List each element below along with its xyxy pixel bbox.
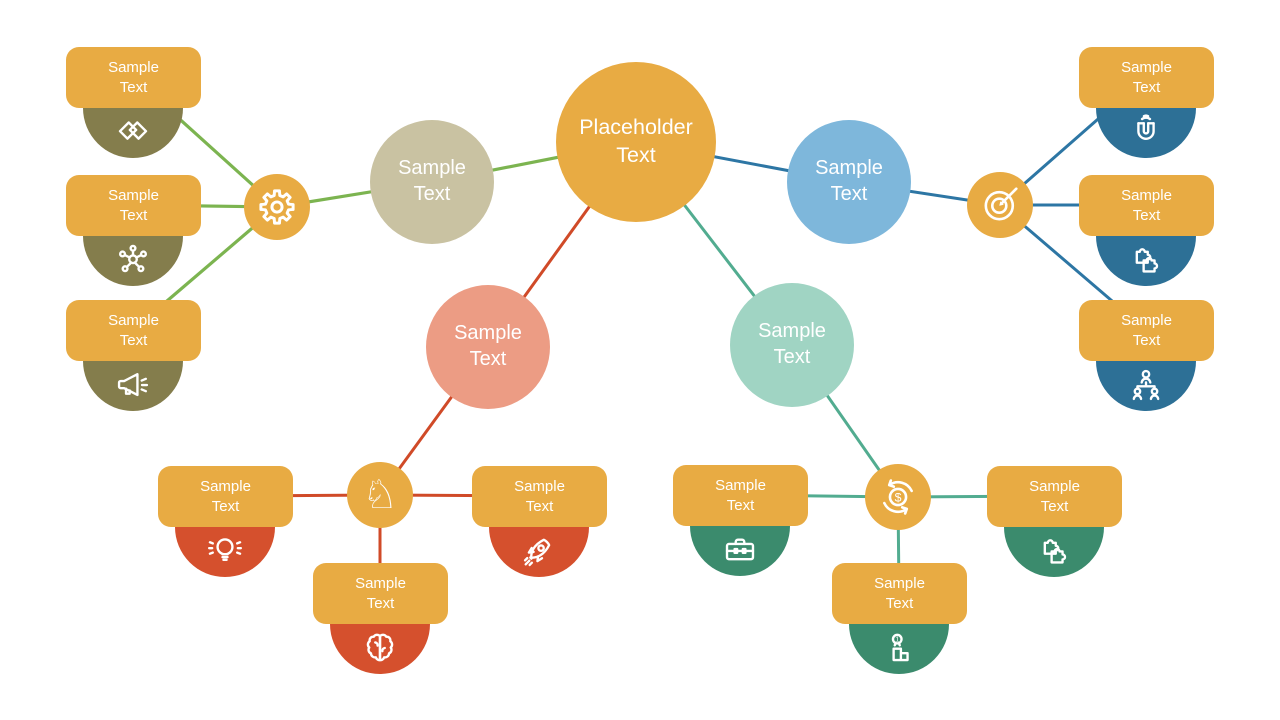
leaf-node-brain: Sample Text <box>313 563 448 674</box>
branch-circle-bottom-right: Sample Text <box>730 283 854 407</box>
gear-icon <box>259 189 295 225</box>
hub-money-cycle: $ <box>865 464 931 530</box>
leaf-label: Sample Text <box>313 563 448 624</box>
leaf-node-handshake: Sample Text <box>66 47 201 158</box>
svg-text:$: $ <box>895 491 902 505</box>
leaf-label: Sample Text <box>66 47 201 108</box>
hub-chess-knight: ♘ <box>347 462 413 528</box>
leaf-node-podium: 1 Sample Text <box>832 563 967 674</box>
leaf-label: Sample Text <box>832 563 967 624</box>
branch-circle-bottom-left: Sample Text <box>426 285 550 409</box>
leaf-label: Sample Text <box>1079 300 1214 361</box>
rocket-icon <box>523 538 551 567</box>
briefcase-icon <box>725 538 755 561</box>
lightbulb-icon <box>207 538 243 562</box>
leaf-node-magnet: Sample Text <box>1079 47 1214 158</box>
svg-text:1: 1 <box>895 636 899 644</box>
leaf-node-megaphone: Sample Text <box>66 300 201 411</box>
leaf-node-network: Sample Text <box>66 175 201 286</box>
team-icon <box>1132 369 1160 401</box>
leaf-label: Sample Text <box>1079 175 1214 236</box>
leaf-node-briefcase: Sample Text <box>673 465 808 576</box>
leaf-node-team: Sample Text <box>1079 300 1214 411</box>
leaf-label: Sample Text <box>472 466 607 527</box>
megaphone-icon <box>117 373 149 397</box>
podium-icon: 1 <box>891 633 909 662</box>
network-icon <box>118 244 148 273</box>
leaf-node-puzzle: Sample Text <box>1079 175 1214 286</box>
hub-target <box>967 172 1033 238</box>
leaf-label: Sample Text <box>66 175 201 236</box>
brain-icon <box>366 633 394 662</box>
branch-circle-top-left: Sample Text <box>370 120 494 244</box>
central-node: Placeholder Text <box>556 62 716 222</box>
money-cycle-icon: $ <box>883 479 913 515</box>
leaf-node-puzzle-green: Sample Text <box>987 466 1122 577</box>
leaf-node-rocket: Sample Text <box>472 466 607 577</box>
leaf-label: Sample Text <box>158 466 293 527</box>
puzzle-icon <box>1043 539 1067 564</box>
magnet-icon <box>1137 114 1155 140</box>
chess-knight-icon: ♘ <box>362 472 398 518</box>
leaf-label: Sample Text <box>1079 47 1214 108</box>
handshake-icon <box>118 121 148 140</box>
leaf-label: Sample Text <box>66 300 201 361</box>
hub-gear <box>244 174 310 240</box>
target-dart-icon <box>984 187 1018 221</box>
leaf-node-lightbulb: Sample Text <box>158 466 293 577</box>
puzzle-icon <box>1135 248 1159 273</box>
branch-circle-top-right: Sample Text <box>787 120 911 244</box>
leaf-label: Sample Text <box>987 466 1122 527</box>
leaf-label: Sample Text <box>673 465 808 526</box>
